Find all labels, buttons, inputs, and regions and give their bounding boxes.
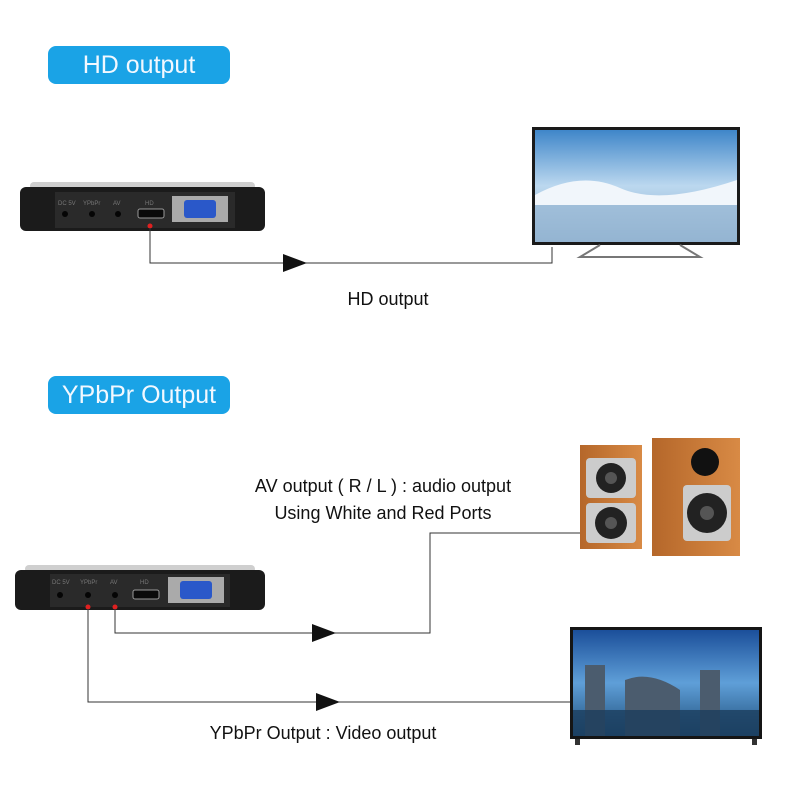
- media-player-device-ypbpr: DC 5V YPbPr AV HD: [15, 565, 265, 610]
- port-label-ypbpr: YPbPr: [83, 201, 100, 207]
- vga-port-icon: [180, 581, 212, 599]
- vga-port-icon: [184, 200, 216, 218]
- hd-connection-line: [149, 228, 553, 264]
- tv-ypbpr-image: [570, 627, 762, 745]
- av-connection-line: [114, 532, 580, 634]
- port-label-dc5v: DC 5V: [58, 201, 76, 207]
- hdmi-port-icon: [132, 589, 160, 600]
- audio-label-line1: AV output ( R / L ) : audio output: [254, 476, 512, 496]
- arrow-icon: [312, 624, 336, 642]
- port-label-dc5v: DC 5V: [52, 580, 70, 586]
- audio-label-line2: Using White and Red Ports: [274, 503, 492, 523]
- media-player-device-hd: DC 5V YPbPr AV HD: [20, 182, 265, 231]
- ypbpr-port-marker: [85, 604, 91, 610]
- port-label-av: AV: [113, 201, 121, 207]
- hd-output-badge: HD output: [48, 46, 230, 84]
- port-label-ypbpr: YPbPr: [80, 580, 97, 586]
- video-label: YPbPr Output : Video output: [209, 723, 437, 743]
- ypbpr-output-badge: YPbPr Output: [48, 376, 230, 414]
- tv-hd-image: [532, 127, 740, 258]
- arrow-icon: [316, 693, 340, 711]
- speakers-image: [580, 438, 740, 556]
- ypbpr-connection-line: [87, 609, 570, 703]
- port-label-av: AV: [110, 580, 118, 586]
- hd-port-marker: [147, 223, 153, 229]
- arrow-icon: [283, 254, 307, 272]
- port-label-hd: HD: [140, 580, 149, 586]
- hd-connection-label: HD output: [347, 289, 429, 309]
- av-port-marker: [112, 604, 118, 610]
- hdmi-port-icon: [137, 208, 165, 219]
- port-label-hd: HD: [145, 201, 154, 207]
